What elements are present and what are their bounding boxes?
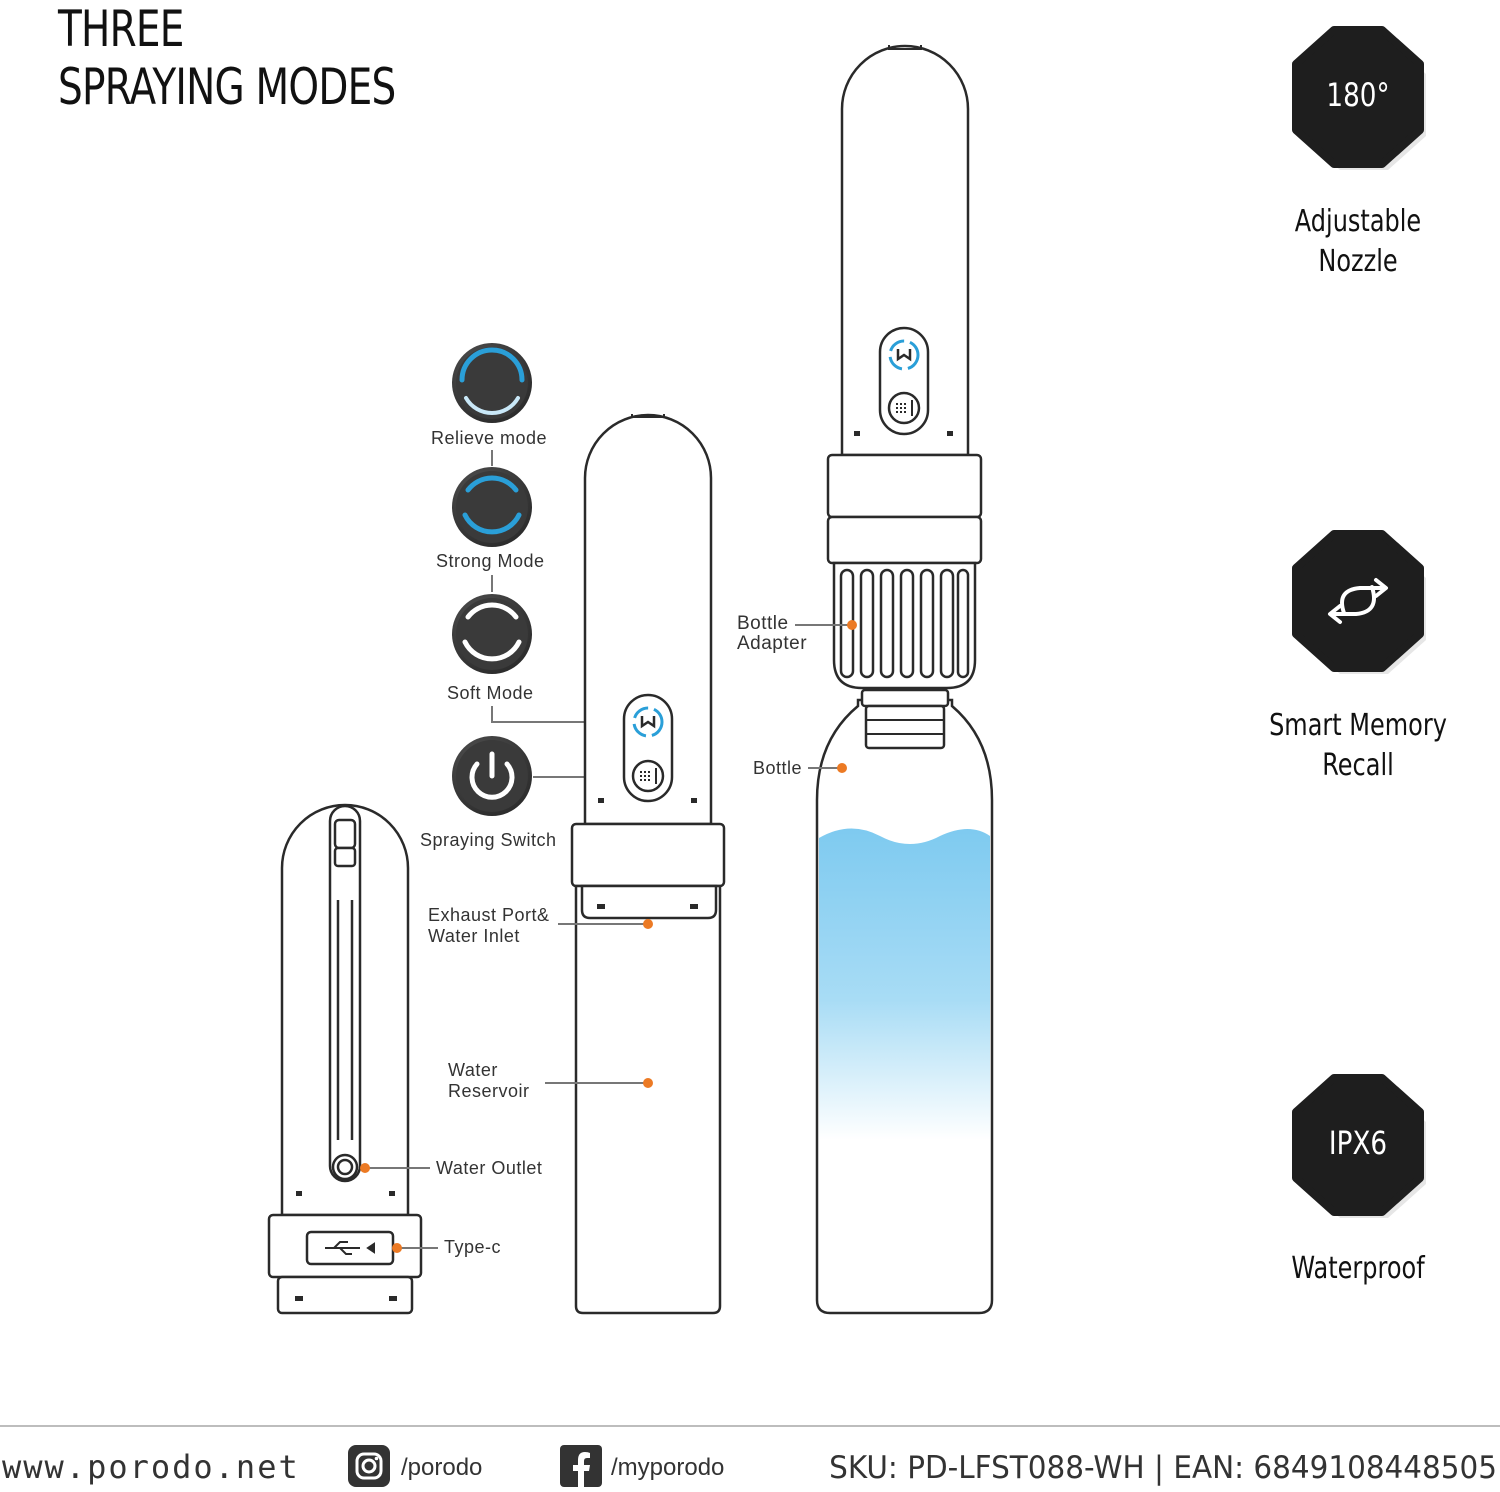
front-top-notch — [631, 414, 665, 418]
adapter-dot — [847, 620, 857, 630]
title-line-1: THREE — [58, 0, 184, 58]
feature-1-line-1: Adjustable — [1294, 204, 1422, 239]
bottle-label: Bottle — [753, 758, 803, 778]
side-view-details — [295, 1191, 397, 1301]
reservoir-dot — [643, 1078, 653, 1088]
outlet-dot — [360, 1163, 370, 1173]
instagram-icon[interactable] — [348, 1445, 390, 1487]
feature-badge-2 — [1292, 530, 1426, 674]
feature-title-waterproof: Waterproof — [1238, 1249, 1478, 1289]
sync-arrows-icon — [1328, 578, 1388, 624]
device-side-view — [267, 803, 423, 1315]
adapter-label-line-2: Adapter — [737, 633, 808, 654]
typec-dot — [392, 1243, 402, 1253]
feature-badge-1 — [1292, 26, 1426, 170]
front-control-icons — [631, 706, 665, 793]
feature-title-nozzle: Adjustable Nozzle — [1238, 202, 1478, 282]
type-c-label: Type-c — [444, 1237, 502, 1257]
reservoir-label-line-1: Water — [448, 1060, 498, 1080]
relieve-mode-label: Relieve mode — [431, 428, 548, 448]
water-reservoir-label: Water Reservoir — [448, 1060, 530, 1102]
relieve-mode-button — [452, 343, 532, 423]
soft-mode-leader — [491, 706, 620, 723]
water-outlet-label: Water Outlet — [436, 1158, 543, 1178]
page-title: THREE SPRAYING MODES — [58, 0, 396, 116]
bottle-dot — [837, 763, 847, 773]
reservoir-label-line-2: Reservoir — [448, 1081, 530, 1101]
exhaust-label-line-2: Water Inlet — [428, 926, 520, 946]
device-front-view — [570, 413, 726, 1315]
badge-text-ipx6: IPX6 — [1328, 1124, 1388, 1162]
soft-mode-button — [452, 594, 532, 674]
exhaust-port-label: Exhaust Port& Water Inlet — [428, 905, 550, 947]
feature-1-line-2: Nozzle — [1318, 244, 1398, 279]
bottle — [815, 688, 994, 1315]
exhaust-dot — [643, 919, 653, 929]
adapter-ribs — [839, 568, 970, 679]
exhaust-label-line-1: Exhaust Port& — [428, 905, 550, 925]
feature-title-memory: Smart Memory Recall — [1238, 706, 1478, 786]
feature-2-line-1: Smart Memory — [1269, 708, 1447, 743]
adapter-label-line-1: Bottle — [737, 613, 789, 634]
right-control-icons — [854, 339, 953, 436]
spraying-switch-button — [452, 736, 532, 816]
website-link[interactable]: www.porodo.net — [2, 1448, 300, 1486]
strong-mode-button — [452, 467, 532, 547]
right-top-notch — [888, 45, 922, 50]
facebook-handle[interactable]: /myporodo — [611, 1454, 725, 1481]
badge-text-180: 180° — [1326, 76, 1390, 114]
feature-2-line-2: Recall — [1322, 748, 1394, 783]
front-view-details — [597, 798, 698, 909]
usb-symbol-icon — [325, 1241, 375, 1255]
spraying-switch-label: Spraying Switch — [420, 830, 557, 850]
feature-badge-3 — [1292, 1074, 1426, 1218]
facebook-icon[interactable] — [560, 1445, 602, 1487]
bottle-adapter-label: Bottle Adapter — [737, 614, 807, 654]
soft-mode-label: Soft Mode — [447, 683, 534, 703]
title-line-2: SPRAYING MODES — [58, 58, 396, 116]
instagram-handle[interactable]: /porodo — [401, 1454, 483, 1481]
footer-divider — [0, 1425, 1500, 1427]
strong-mode-label: Strong Mode — [436, 551, 545, 571]
sku-ean-text: SKU: PD-LFST088-WH | EAN: 6849108448505 — [829, 1450, 1497, 1486]
feature-3-line-1: Waterproof — [1291, 1251, 1425, 1286]
